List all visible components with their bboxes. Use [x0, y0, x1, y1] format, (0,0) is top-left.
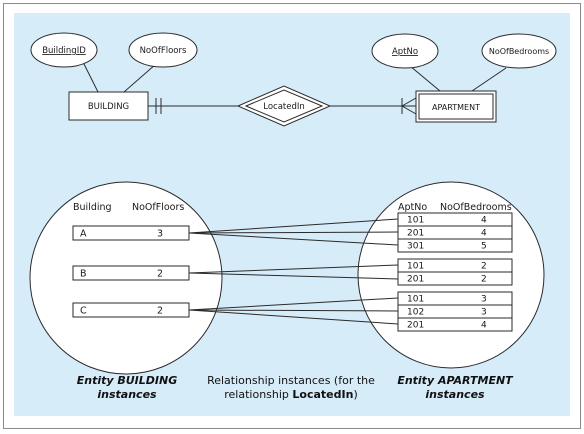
caption-relationship-prefix: relationship: [224, 388, 292, 401]
relationship-instance-lines: [188, 218, 399, 325]
building-instance-c-floors: 2: [157, 306, 163, 317]
attribute-no-of-bedrooms-label: NoOfBedrooms: [489, 47, 549, 56]
apartment-group-c: 101 3 102 3 201 4: [397, 291, 513, 332]
caption-building-instances-line2: instances: [97, 388, 157, 401]
apartment-c-1-bedrooms: 3: [481, 295, 487, 305]
attribute-no-of-bedrooms: NoOfBedrooms: [481, 33, 557, 69]
apartment-a-1-bedrooms: 4: [481, 216, 487, 226]
link-c-101: [188, 297, 399, 311]
apartment-a-2-apt-no: 201: [407, 229, 424, 239]
building-instance-c: C 2: [72, 302, 190, 318]
apt-no-connector: [409, 65, 441, 92]
building-instance-b-box: [72, 265, 190, 281]
building-instance-c-id: C: [80, 306, 87, 317]
building-instance-b-floors: 2: [157, 269, 163, 280]
caption-relationship-suffix: ): [353, 388, 357, 401]
floors-column-header: NoOfFloors: [132, 202, 184, 213]
apartment-c-2-apt-no: 102: [407, 308, 424, 318]
building-instance-a: A 3: [72, 225, 190, 241]
link-c-201: [188, 309, 399, 325]
floors-connector: [123, 63, 157, 93]
attribute-building-id-label: BuildingID: [42, 46, 86, 56]
apt-no-column-header: AptNo: [398, 202, 427, 213]
crows-foot-upper: [401, 97, 417, 107]
building-instance-c-box: [72, 302, 190, 318]
entity-apartment-outer-box: [415, 90, 497, 123]
apartment-a-3-bedrooms: 5: [481, 242, 487, 252]
attribute-no-of-floors-label: NoOfFloors: [140, 46, 187, 56]
attribute-building-id: BuildingID: [30, 32, 98, 68]
entity-apartment-label: APARTMENT: [432, 103, 480, 112]
apartment-a-3-apt-no: 301: [407, 242, 424, 252]
link-c-102: [188, 309, 399, 312]
bedrooms-connector: [471, 67, 507, 92]
apartment-group-a-box: [397, 212, 513, 253]
entity-building: BUILDING: [68, 91, 149, 121]
attribute-apt-no-label: AptNo: [392, 47, 418, 57]
apartment-a-2-bedrooms: 4: [481, 229, 487, 239]
apartment-group-c-box: [397, 291, 513, 332]
caption-relationship-line2: relationship LocatedIn): [224, 388, 357, 401]
apartment-b-2-bedrooms: 2: [481, 275, 487, 285]
entity-apartment: APARTMENT: [415, 90, 497, 123]
attribute-apt-no-shape: [371, 33, 439, 69]
caption-relationship-line1: Relationship instances (for the: [207, 374, 375, 387]
relationship-label: LocatedIn: [263, 102, 305, 112]
caption-apartment-instances-line2: instances: [425, 388, 485, 401]
entity-building-box: [68, 91, 149, 121]
apartment-c-2-bedrooms: 3: [481, 308, 487, 318]
building-instance-a-id: A: [80, 229, 87, 240]
attribute-no-of-floors: NoOfFloors: [128, 32, 198, 68]
link-a-101: [188, 218, 399, 234]
attribute-no-of-bedrooms-shape: [481, 33, 557, 69]
caption-relationship-name: LocatedIn: [292, 388, 353, 401]
link-a-301: [188, 232, 399, 246]
attribute-building-id-shape: [30, 32, 98, 68]
relationship-inner-diamond: [244, 89, 324, 123]
apartment-c-1-apt-no: 101: [407, 295, 424, 305]
attribute-no-of-floors-shape: [128, 32, 198, 68]
building-instance-b-id: B: [80, 269, 87, 280]
building-instance-b: B 2: [72, 265, 190, 281]
link-b-201: [188, 272, 399, 280]
apartment-b-1-bedrooms: 2: [481, 262, 487, 272]
building-instance-a-box: [72, 225, 190, 241]
relationship-located-in: LocatedIn: [236, 85, 332, 127]
apartment-b-1-apt-no: 101: [407, 262, 424, 272]
entity-apartment-inner-box: [418, 93, 494, 120]
caption-building-instances-line1: Entity BUILDING: [77, 374, 178, 387]
apartment-c-3-apt-no: 201: [407, 321, 424, 331]
link-a-201: [188, 231, 399, 234]
building-id-connector: [83, 63, 99, 93]
apartment-b-2-apt-no: 201: [407, 275, 424, 285]
apartment-c-3-bedrooms: 4: [481, 321, 487, 331]
apartment-group-a: 101 4 201 4 301 5: [397, 212, 513, 253]
apartment-group-b: 101 2 201 2: [397, 258, 513, 286]
caption-apartment-instances-line1: Entity APARTMENT: [397, 374, 514, 387]
crows-foot-lower: [401, 105, 417, 115]
attribute-apt-no: AptNo: [371, 33, 439, 69]
link-b-101: [188, 264, 399, 274]
apartment-a-1-apt-no: 101: [407, 216, 424, 226]
building-instance-a-floors: 3: [157, 229, 163, 240]
bedrooms-column-header: NoOfBedrooms: [440, 202, 512, 213]
entity-building-label: BUILDING: [88, 102, 129, 112]
building-column-header: Building: [73, 202, 112, 213]
